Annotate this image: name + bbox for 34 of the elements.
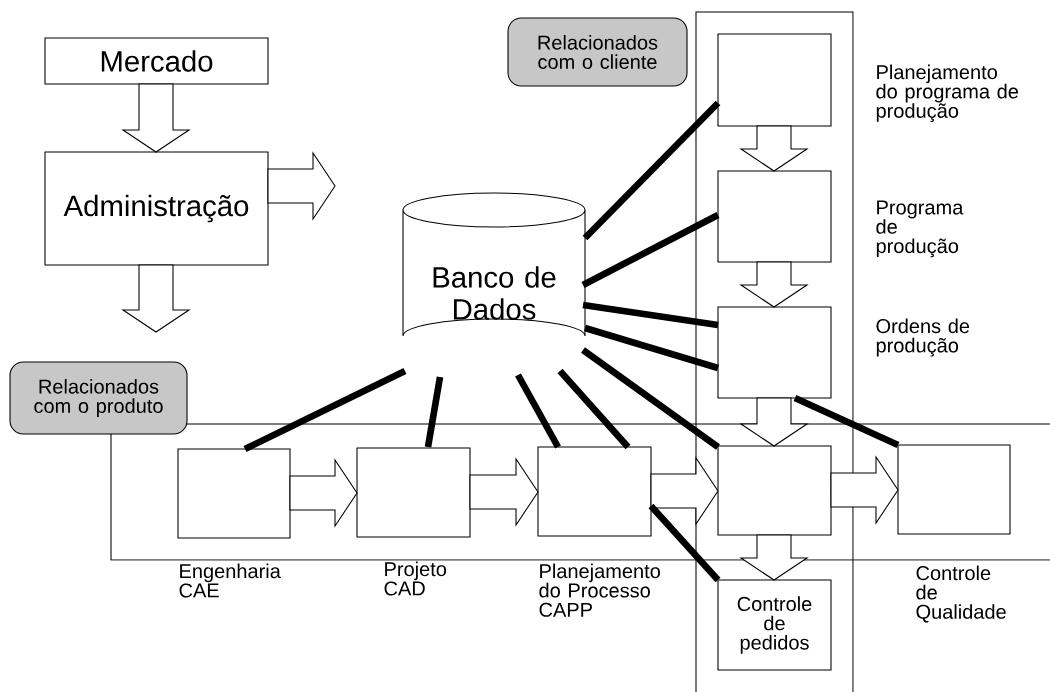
connector-line <box>243 368 407 452</box>
node-caption: Programa de produção <box>876 200 964 258</box>
node-caption: Planejamento do programa de produção <box>876 64 1018 122</box>
database-cylinder: Banco de Dados <box>402 192 586 337</box>
connector-line <box>582 301 719 329</box>
group-label-box: Relacionados com o cliente <box>507 17 688 87</box>
connector-line <box>557 368 631 450</box>
connector-line <box>515 373 561 449</box>
process-box: Mercado <box>44 37 269 85</box>
block-arrow <box>739 261 809 308</box>
block-arrow <box>650 456 719 526</box>
connector-line <box>581 347 720 450</box>
node-caption: Controle de Qualidade <box>916 565 1006 623</box>
process-box: Administração <box>44 151 269 266</box>
block-arrow <box>267 151 336 221</box>
connector-line <box>582 100 721 241</box>
connector-line <box>581 212 720 288</box>
group-label-box: Relacionados com o produto <box>9 361 188 435</box>
node-caption: Ordens de produção <box>876 318 970 357</box>
node-caption: Planejamento do Processo CAPP <box>539 563 660 617</box>
block-arrow <box>289 458 358 528</box>
node-caption: Projeto CAD <box>384 561 447 596</box>
block-arrow <box>121 83 191 153</box>
block-arrow <box>739 125 809 172</box>
block-arrow <box>739 534 809 581</box>
block-arrow <box>739 397 809 447</box>
process-box <box>717 445 832 536</box>
connector-line <box>424 376 444 448</box>
connector-line <box>584 324 719 372</box>
process-box: Controle de pedidos <box>717 579 832 671</box>
block-arrow <box>121 264 191 333</box>
block-arrow <box>830 455 899 525</box>
node-caption: Engenharia CAE <box>179 563 281 598</box>
block-arrow <box>469 457 539 527</box>
